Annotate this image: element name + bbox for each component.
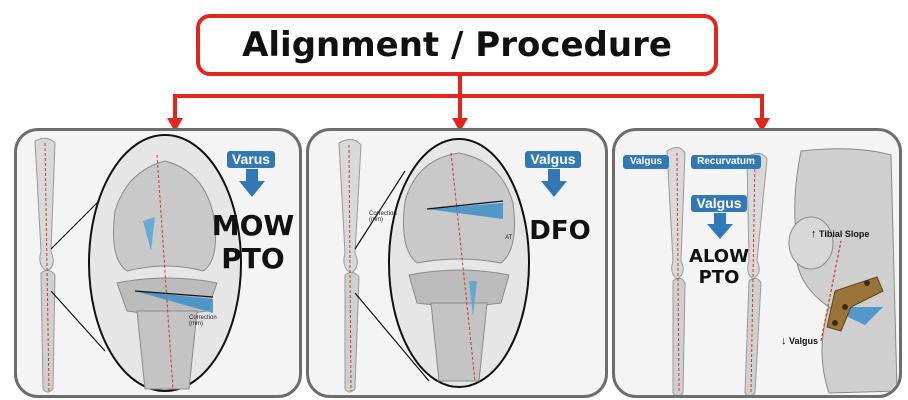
panel-valgus-recurvatum: Valgus Recurvatum Valgus ALOW PTO ↑ Tibi…	[612, 128, 902, 398]
down-arrow-icon	[541, 169, 567, 199]
tibial-plateau	[409, 270, 509, 306]
leg-illustrations	[615, 131, 902, 398]
procedure-line1: DFO	[529, 217, 591, 246]
connector-lines	[175, 76, 762, 120]
up-arrow-icon: ↑	[811, 228, 817, 240]
deformity-tag-valgus: Valgus	[525, 151, 581, 168]
procedure-line2: PTO	[211, 244, 295, 275]
deformity-tag-valgus: Valgus	[691, 195, 747, 212]
tibial-shaft	[137, 311, 197, 389]
recurvatum-tag: Recurvatum	[691, 155, 761, 169]
valgus-tag: Valgus	[623, 155, 669, 169]
down-arrow-small-icon: ↓	[781, 335, 787, 347]
deformity-tag-varus: Varus	[227, 151, 275, 168]
patella-shape	[789, 217, 833, 269]
at-label: AT	[505, 235, 519, 241]
panel-valgus: Valgus DFO Correction (mm) AT	[306, 128, 608, 398]
panel-varus: Varus MOW PTO Correction (mm)	[14, 128, 302, 398]
down-arrow-icon	[707, 213, 733, 241]
tibial-slope-label: Tibial Slope	[819, 229, 869, 239]
correction-label: Correction (mm)	[369, 211, 403, 224]
procedure-line1: ALOW	[681, 247, 757, 267]
valgus-label: Valgus	[789, 336, 818, 346]
knee-lateral-view	[795, 149, 897, 393]
tibia-shape	[41, 270, 55, 392]
procedure-line1: MOW	[211, 211, 295, 242]
connector-arrows	[0, 0, 908, 140]
down-arrow-icon	[239, 169, 265, 199]
tibial-shaft	[431, 303, 487, 381]
procedure-line2: PTO	[681, 268, 757, 288]
correction-label: Correction (mm)	[189, 315, 229, 328]
tibia-shape	[345, 272, 359, 392]
